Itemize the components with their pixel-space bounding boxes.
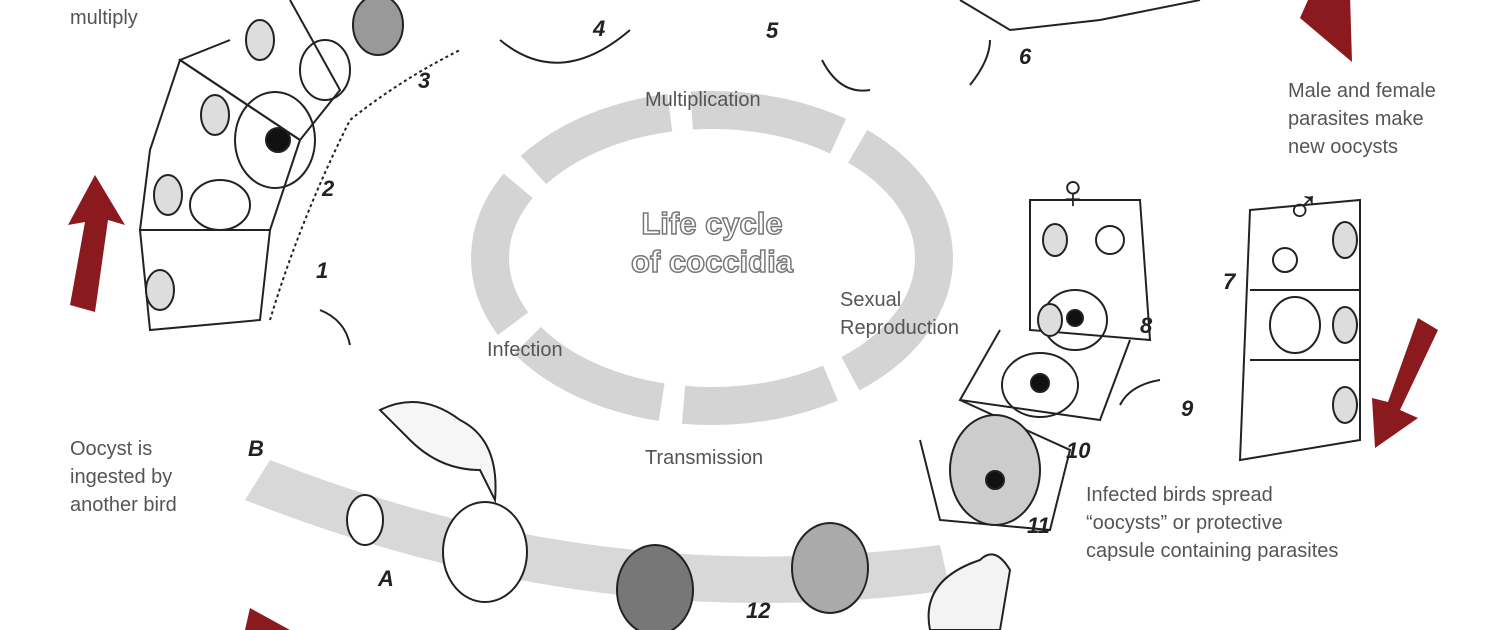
female-symbol-icon: ♀ (1055, 166, 1091, 219)
title-line-1: Life cycle (641, 205, 784, 242)
caption-line: Oocyst is (70, 438, 153, 460)
host-cells-left (138, 0, 991, 346)
caption-line: ingested by (70, 466, 173, 488)
stage-transmission: Transmission (645, 447, 764, 469)
caption-male-female: Male and female parasites make new oocys… (1288, 77, 1436, 161)
step-B: B (248, 436, 264, 461)
step-10: 10 (1066, 438, 1091, 463)
step-7: 7 (1223, 269, 1236, 294)
step-9: 9 (1181, 396, 1194, 421)
direction-arrows (68, 0, 1438, 630)
oocysts (346, 401, 1012, 630)
caption-line: “oocysts” or protective (1086, 512, 1283, 534)
arrow-down-right (1372, 318, 1438, 448)
title-line-2: of coccidia (630, 243, 793, 280)
step-3: 3 (418, 68, 431, 93)
transmission-band (245, 460, 950, 604)
step-5: 5 (766, 18, 779, 43)
diagram-title: Life cycle of coccidia (562, 205, 862, 281)
caption-spread: Infected birds spread “oocysts” or prote… (1086, 481, 1338, 565)
caption-line: capsule containing parasites (1086, 540, 1339, 562)
step-12: 12 (746, 598, 771, 623)
arrow-down-top-right (1300, 0, 1352, 62)
stage-sexual-line: Reproduction (840, 317, 959, 339)
stage-multiplication: Multiplication (645, 89, 761, 111)
step-6: 6 (1019, 44, 1032, 69)
step-8: 8 (1140, 313, 1153, 338)
male-symbol-icon: ♂ (1285, 181, 1321, 234)
step-11: 11 (1027, 513, 1050, 538)
step-2: 2 (322, 176, 335, 201)
caption-line: parasites make (1288, 108, 1424, 130)
life-cycle-ring (471, 91, 953, 425)
host-cells-right (919, 0, 1361, 532)
step-A: A (378, 566, 394, 591)
arrow-up-left (68, 175, 125, 312)
step-4: 4 (593, 16, 606, 41)
stage-sexual-line: Sexual (840, 289, 902, 311)
step-1: 1 (316, 258, 329, 283)
caption-line: Infected birds spread (1086, 484, 1273, 506)
caption-line: new oocysts (1288, 136, 1399, 158)
caption-line: another bird (70, 494, 177, 516)
caption-ingested: Oocyst is ingested by another bird (70, 435, 177, 519)
caption-line: Male and female (1288, 80, 1436, 102)
stage-infection: Infection (487, 339, 563, 361)
arrow-bottom-left (245, 608, 290, 630)
stage-sexual-reproduction: Sexual Reproduction (840, 286, 959, 342)
caption-multiply: multiply (70, 7, 138, 29)
